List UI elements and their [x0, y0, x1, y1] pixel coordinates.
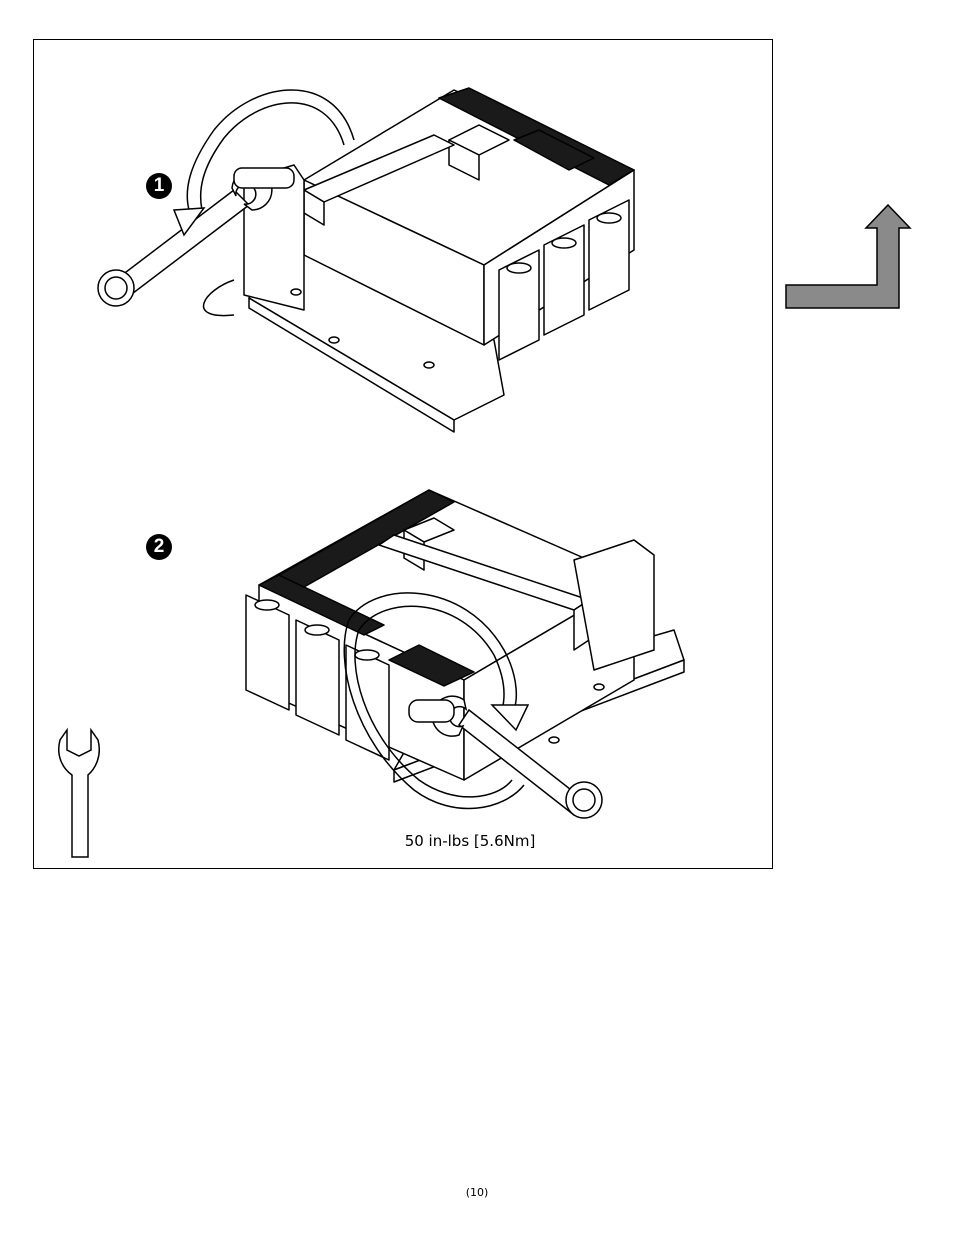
page-number: (10) [0, 1186, 954, 1199]
